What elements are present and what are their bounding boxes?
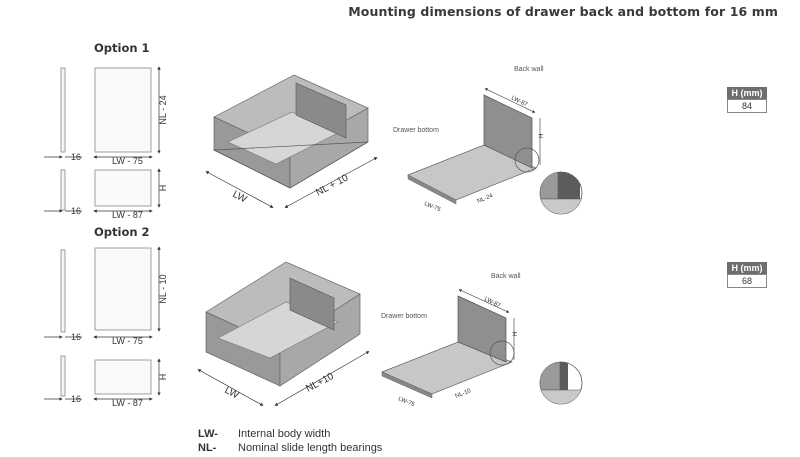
iso-drawer-2: LW NL+10 [197, 261, 370, 406]
side-thickness-label-1b: 16 [71, 206, 81, 216]
h-table-1-value: 84 [727, 99, 767, 113]
h-table-2: H (mm) 68 [727, 262, 767, 288]
iso-drawer-1: LW NL + 10 [205, 74, 378, 208]
back-width-label-1: LW - 75 [112, 156, 143, 166]
back-panel-1 [94, 67, 152, 153]
bottom-width-label-1: LW - 87 [112, 210, 143, 220]
side-panel-2b [60, 355, 66, 397]
option-1-title: Option 1 [94, 41, 150, 55]
bottom-height-label-2: H [158, 374, 168, 381]
detail-back-dim-2: LW-87 [483, 296, 502, 309]
back-width-label-2: LW - 75 [112, 336, 143, 346]
back-wall-label-2: Back wall [491, 273, 521, 280]
back-wall-label-1: Back wall [514, 66, 544, 73]
iso-width-label-1: LW [231, 189, 249, 206]
side-thickness-label-1a: 16 [71, 152, 81, 162]
bottom-height-label-1: H [158, 185, 168, 192]
h-table-2-value: 68 [727, 274, 767, 288]
detail-bottom-width-2: LW-75 [397, 396, 416, 408]
back-height-label-2: NL - 10 [158, 274, 168, 303]
bottom-panel-1 [94, 169, 152, 207]
back-height-label-1: NL - 24 [158, 95, 168, 124]
legend-text-lw: Internal body width [238, 428, 331, 440]
legend-abbr-lw: LW- [198, 428, 218, 440]
detail-1: Back wall Drawer bottom LW-87 H LW-75 NL… [393, 66, 583, 215]
option-1-parts: 16 16 LW - 75 NL - 24 LW - 87 H [44, 66, 168, 220]
bottom-width-label-2: LW - 87 [112, 398, 143, 408]
detail-bottom-length-1: NL-24 [477, 193, 495, 205]
side-thickness-label-2a: 16 [71, 332, 81, 342]
h-table-1: H (mm) 84 [727, 87, 767, 113]
side-panel-1 [60, 67, 66, 153]
iso-length-label-1: NL + 10 [314, 172, 350, 198]
detail-height-dim-1: H [539, 134, 545, 138]
page-title: Mounting dimensions of drawer back and b… [348, 4, 778, 19]
drawer-bottom-label-2: Drawer bottom [381, 313, 427, 320]
zoom-detail-2 [539, 361, 583, 405]
detail-2: Back wall Drawer bottom LW-87 H LW-75 NL… [381, 273, 583, 409]
h-table-2-header: H (mm) [727, 262, 767, 274]
legend-item-lw: LW- Internal body width [198, 428, 330, 440]
drawer-bottom-label-1: Drawer bottom [393, 127, 439, 134]
detail-bottom-length-2: NL-10 [455, 388, 473, 400]
side-panel-1b [60, 169, 66, 211]
detail-back-dim-1: LW-87 [510, 95, 529, 108]
detail-height-dim-2: H [513, 332, 519, 336]
side-thickness-label-2b: 16 [71, 394, 81, 404]
h-table-1-header: H (mm) [727, 87, 767, 99]
legend-item-nl: NL- Nominal slide length bearings [198, 442, 382, 454]
bottom-panel-2 [94, 359, 152, 395]
option-2-title: Option 2 [94, 225, 150, 239]
legend-abbr-nl: NL- [198, 442, 217, 454]
detail-bottom-width-1: LW-75 [423, 201, 442, 213]
zoom-detail-1 [539, 171, 583, 215]
back-panel-2 [94, 247, 152, 331]
side-panel-2 [60, 249, 66, 333]
iso-width-label-2: LW [223, 385, 241, 402]
legend-text-nl: Nominal slide length bearings [238, 442, 383, 454]
option-2-parts: 16 16 LW - 75 NL - 10 LW - 87 H [44, 246, 168, 408]
iso-length-label-2: NL+10 [304, 371, 336, 395]
